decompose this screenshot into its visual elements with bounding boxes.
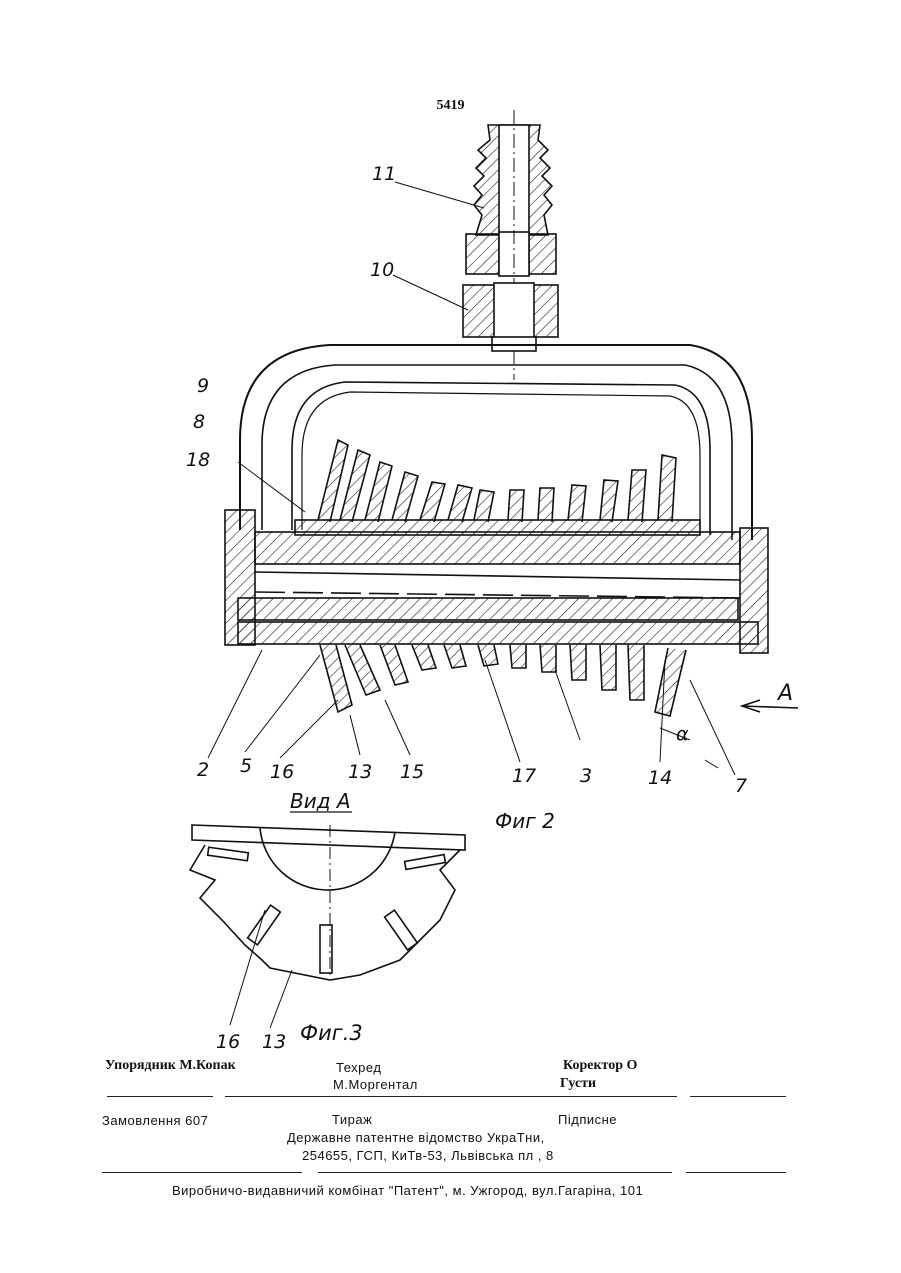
label-14: 14 bbox=[648, 767, 672, 789]
techred-title: Техред bbox=[336, 1060, 381, 1075]
label-15: 15 bbox=[400, 761, 424, 783]
label-18: 18 bbox=[186, 449, 210, 471]
fig3-label-16: 16 bbox=[216, 1031, 240, 1053]
techred-name: М.Моргентал bbox=[333, 1077, 418, 1092]
upper-springs bbox=[318, 440, 676, 522]
rule bbox=[225, 1096, 677, 1097]
rule bbox=[107, 1096, 213, 1097]
subscription: Підписне bbox=[558, 1112, 617, 1127]
compiler: Упорядник М.Копак bbox=[105, 1058, 236, 1074]
label-5: 5 bbox=[240, 755, 252, 777]
label-8: 8 bbox=[193, 411, 205, 433]
label-alpha: α bbox=[676, 723, 689, 745]
label-16: 16 bbox=[270, 761, 294, 783]
coupling-nut bbox=[463, 283, 558, 351]
technical-drawing: 11 10 9 8 18 2 5 16 13 15 17 3 14 7 A α … bbox=[0, 0, 901, 1060]
corrector-line2: Густи bbox=[560, 1076, 596, 1092]
order-number: Замовлення 607 bbox=[102, 1113, 208, 1128]
rule bbox=[690, 1096, 786, 1097]
dome-housing bbox=[240, 345, 752, 540]
rule bbox=[102, 1172, 302, 1173]
office-line2: 254655, ГСП, КиТв-53, Львівська пл , 8 bbox=[302, 1148, 554, 1163]
view-a-caption: Вид А bbox=[290, 789, 351, 813]
label-9: 9 bbox=[197, 375, 209, 397]
view-a-drawing bbox=[190, 825, 465, 980]
circulation: Тираж bbox=[332, 1112, 372, 1127]
fig3-caption: Фиг.3 bbox=[300, 1021, 363, 1045]
label-2: 2 bbox=[197, 759, 209, 781]
fig2-caption: Фиг 2 bbox=[495, 809, 555, 833]
label-10: 10 bbox=[370, 259, 394, 281]
publisher: Виробничо-видавничий комбінат "Патент", … bbox=[172, 1183, 643, 1198]
label-3: 3 bbox=[580, 765, 592, 787]
label-17: 17 bbox=[512, 765, 536, 787]
rule bbox=[318, 1172, 672, 1173]
label-11: 11 bbox=[372, 163, 396, 185]
corrector-line1: Коректор О bbox=[563, 1058, 637, 1074]
rule bbox=[686, 1172, 786, 1173]
office-line1: Державне патентне відомство УкраТни, bbox=[287, 1130, 545, 1145]
base-body bbox=[225, 510, 768, 653]
fig3-label-13: 13 bbox=[262, 1031, 286, 1053]
label-7: 7 bbox=[735, 775, 747, 797]
label-13: 13 bbox=[348, 761, 372, 783]
lower-springs bbox=[320, 645, 686, 716]
label-arrow-a: A bbox=[776, 681, 793, 706]
